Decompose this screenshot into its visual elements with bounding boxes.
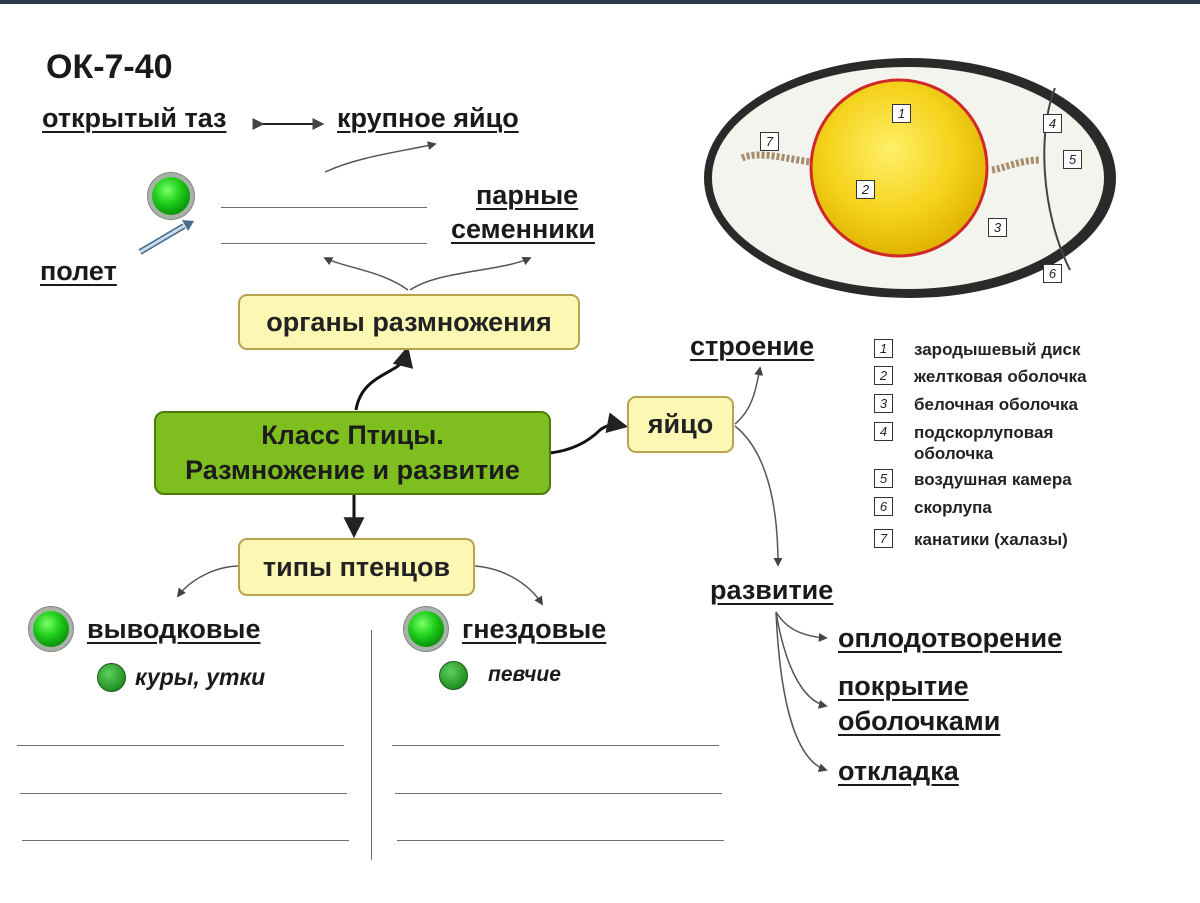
egg-label-2: 2 bbox=[856, 180, 875, 199]
legend-label: воздушная камера bbox=[914, 470, 1072, 489]
feature-flight: полет bbox=[40, 256, 117, 286]
column-divider bbox=[371, 630, 372, 860]
legend-item: 7 канатики (халазы) bbox=[874, 529, 1068, 550]
page-code: ОК-7-40 bbox=[46, 48, 173, 86]
egg-label-4: 4 bbox=[1043, 114, 1062, 133]
egg-label-5: 5 bbox=[1063, 150, 1082, 169]
feature-open-pelvis: открытый таз bbox=[42, 103, 227, 133]
arrow-egg-development bbox=[734, 425, 783, 567]
arrow-main-organs bbox=[354, 345, 414, 411]
box-reproductive-organs: органы размножения bbox=[238, 294, 580, 350]
green-ball-icon bbox=[152, 177, 190, 215]
legend-item: 6 скорлупа bbox=[874, 497, 992, 518]
legend-number: 5 bbox=[874, 469, 893, 488]
green-dot-icon bbox=[97, 663, 126, 692]
dev-step-fertilization: оплодотворение bbox=[838, 623, 1063, 653]
legend-item: 5 воздушная камера bbox=[874, 469, 1072, 490]
arrow-organs-right bbox=[409, 256, 532, 291]
green-dot-icon bbox=[439, 661, 468, 690]
arrow-organs-left bbox=[323, 257, 409, 291]
feature-large-egg: крупное яйцо bbox=[337, 103, 519, 133]
legend-item: 2 желтковая оболочка bbox=[874, 366, 1087, 387]
legend-number: 4 bbox=[874, 422, 893, 441]
blank-line bbox=[221, 207, 427, 208]
blank-line bbox=[22, 840, 349, 841]
blank-line bbox=[17, 745, 344, 746]
feature-paired-2: семенники bbox=[451, 214, 595, 244]
legend-label: канатики (халазы) bbox=[914, 530, 1068, 549]
arrow-egg-structure bbox=[734, 366, 764, 425]
chick-precocial-example: куры, утки bbox=[135, 664, 266, 690]
blank-line bbox=[397, 840, 724, 841]
legend-label: скорлупа bbox=[914, 498, 992, 517]
arrow-chicks-left bbox=[176, 565, 241, 598]
egg-label-3: 3 bbox=[988, 218, 1007, 237]
main-title-line-1: Класс Птицы. bbox=[261, 420, 444, 451]
green-ball-icon bbox=[408, 611, 444, 647]
top-border bbox=[0, 0, 1200, 4]
box-chick-types: типы птенцов bbox=[238, 538, 475, 596]
chick-altricial: гнездовые bbox=[462, 614, 607, 644]
green-ball-icon bbox=[33, 611, 69, 647]
egg-label-1: 1 bbox=[892, 104, 911, 123]
box-egg: яйцо bbox=[627, 396, 734, 453]
dev-step-laying: откладка bbox=[838, 756, 959, 786]
curve-arrow-egg bbox=[324, 141, 437, 173]
legend-number: 6 bbox=[874, 497, 893, 516]
legend-item: 1 зародышевый диск bbox=[874, 339, 1081, 360]
arrow-dev-2 bbox=[775, 611, 828, 709]
dev-step-covering-1: покрытие bbox=[838, 671, 969, 701]
flight-arrow-icon bbox=[138, 220, 194, 255]
blank-line bbox=[395, 793, 722, 794]
egg-structure: строение bbox=[690, 331, 815, 361]
legend-number: 2 bbox=[874, 366, 893, 385]
egg-label-6: 6 bbox=[1043, 264, 1062, 283]
legend-number: 7 bbox=[874, 529, 893, 548]
chick-precocial: выводковые bbox=[87, 614, 261, 644]
legend-item: 4 подскорлуповая оболочка bbox=[874, 422, 1094, 464]
blank-line bbox=[392, 745, 719, 746]
blank-line bbox=[20, 793, 347, 794]
egg-label-7: 7 bbox=[760, 132, 779, 151]
arrow-dev-1 bbox=[775, 611, 828, 642]
legend-item: 3 белочная оболочка bbox=[874, 394, 1078, 415]
egg-development: развитие bbox=[710, 575, 834, 605]
dev-step-covering-2: оболочками bbox=[838, 706, 1001, 736]
main-title-line-2: Размножение и развитие bbox=[185, 455, 520, 485]
blank-line bbox=[221, 243, 427, 244]
legend-label: белочная оболочка bbox=[914, 395, 1078, 414]
arrow-chicks-right bbox=[473, 565, 543, 606]
legend-label: подскорлуповая оболочка bbox=[914, 423, 1054, 463]
arrow-dev-3 bbox=[775, 611, 828, 773]
legend-label: желтковая оболочка bbox=[914, 367, 1087, 386]
box-main-title: Класс Птицы. Размножение и развитие bbox=[154, 411, 551, 495]
chick-altricial-example: певчие bbox=[488, 663, 561, 686]
legend-number: 1 bbox=[874, 339, 893, 358]
legend-number: 3 bbox=[874, 394, 893, 413]
feature-paired-1: парные bbox=[476, 180, 579, 210]
arrow-main-egg bbox=[549, 412, 629, 455]
legend-label: зародышевый диск bbox=[914, 340, 1081, 359]
